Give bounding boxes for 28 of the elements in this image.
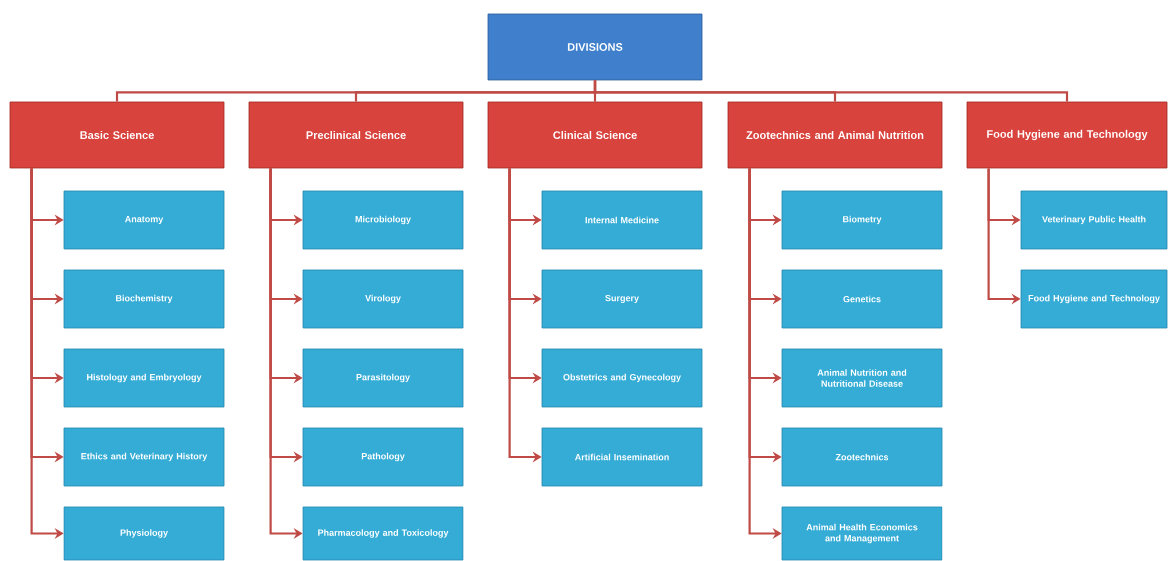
subject-box: Obstetrics and Gynecology	[541, 348, 703, 408]
subject-box: Pathology	[302, 427, 464, 487]
division-box: Clinical Science	[487, 101, 703, 169]
division-box: Zootechnics and Animal Nutrition	[727, 101, 943, 169]
subject-box: Surgery	[541, 269, 703, 329]
division-box: Food Hygiene and Technology	[966, 101, 1168, 169]
subject-box: Veterinary Public Health	[1020, 190, 1168, 250]
subject-box: Zootechnics	[781, 427, 943, 487]
subject-box: Virology	[302, 269, 464, 329]
subject-box: Biometry	[781, 190, 943, 250]
subject-box: Biochemistry	[63, 269, 225, 329]
subject-box: Genetics	[781, 269, 943, 329]
subject-box: Ethics and Veterinary History	[63, 427, 225, 487]
subject-box: Pharmacology and Toxicology	[302, 506, 464, 561]
division-box: Basic Science	[9, 101, 225, 169]
subject-box: Food Hygiene and Technology	[1020, 269, 1168, 329]
subject-box: Animal Nutrition and Nutritional Disease	[781, 348, 943, 408]
subject-box: Physiology	[63, 506, 225, 561]
subject-box: Anatomy	[63, 190, 225, 250]
subject-box: Parasitology	[302, 348, 464, 408]
subject-box: Internal Medicine	[541, 190, 703, 250]
connector-line	[593, 80, 1069, 102]
title-box: DIVISIONS	[487, 13, 703, 81]
subject-box: Histology and Embryology	[63, 348, 225, 408]
subject-box: Animal Health Economics and Management	[781, 506, 943, 561]
division-box: Preclinical Science	[248, 101, 464, 169]
subject-box: Artificial Insemination	[541, 427, 703, 487]
subject-box: Microbiology	[302, 190, 464, 250]
